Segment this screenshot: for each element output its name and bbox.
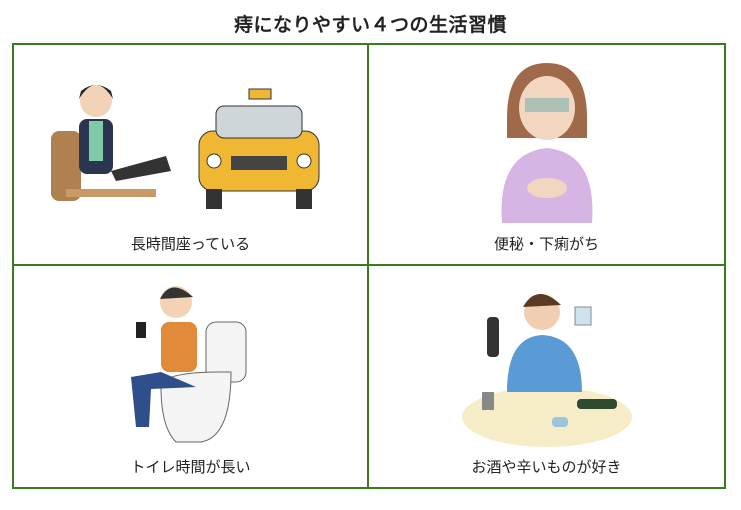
habit-cell-alcohol: お酒や辛いものが好き [369,266,724,487]
alcohol-illustration [369,274,724,449]
habits-grid: 長時間座っている 便秘・下痢がち トイレ時間が長 [12,43,726,489]
habit-cell-sitting: 長時間座っている [14,45,369,266]
woman-laptop-and-taxi-icon [50,84,319,209]
man-on-toilet-icon [130,285,246,442]
page-title: 痔になりやすい４つの生活習慣 [233,14,507,36]
toilet-illustration [14,274,367,449]
sitting-illustration [14,53,367,228]
habit-cell-constipation: 便秘・下痢がち [369,45,724,266]
habit-caption: お酒や辛いものが好き [471,458,622,476]
habit-cell-toilet: トイレ時間が長い [14,266,369,487]
woman-stomachache-icon [501,63,592,223]
habit-caption: 長時間座っている [130,235,251,253]
habit-caption: 便秘・下痢がち [493,235,599,253]
habit-caption: トイレ時間が長い [130,458,251,476]
constipation-illustration [369,53,724,228]
man-drinking-icon [461,293,632,447]
